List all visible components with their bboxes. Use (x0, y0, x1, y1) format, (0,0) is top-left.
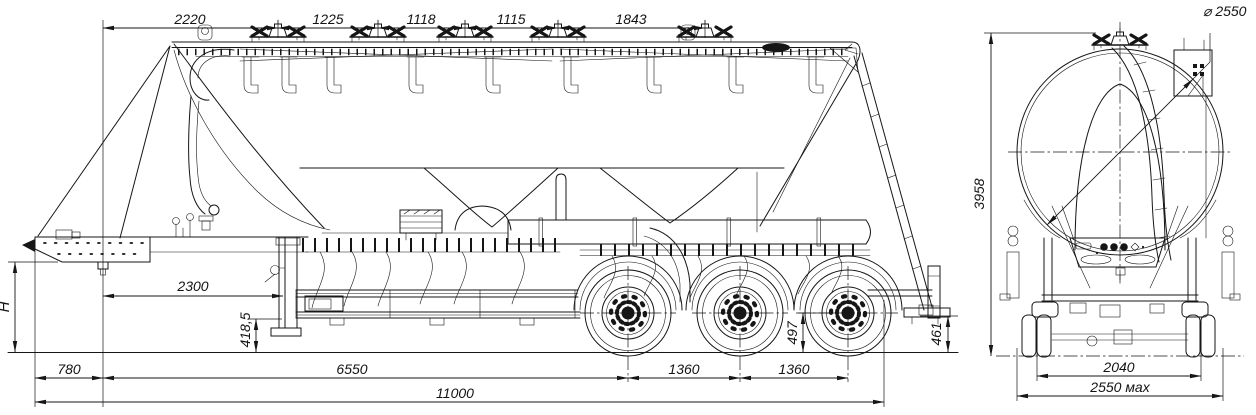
dim-2040: 2040 (1102, 359, 1134, 375)
walkway-brackets (241, 56, 825, 94)
chassis-piping (295, 173, 951, 326)
tank-hull (37, 41, 861, 239)
rear-ladder (844, 43, 934, 316)
rear-view-ladder (1111, 45, 1172, 263)
side-view-dimensions: 2220 1225 1118 1115 1843 H 2300 418,5 49… (0, 11, 958, 407)
dim-461: 461 (928, 322, 944, 345)
dim-top-1843: 1843 (615, 11, 646, 27)
rear-running-gear (999, 225, 1241, 358)
dim-height-H: H (0, 301, 13, 312)
rear-view-dimensions: 3958 ⌀ 2550 2040 2550 мах (971, 3, 1247, 401)
dim-1360-rear: 1360 (778, 361, 809, 377)
rear-light-panel (1069, 237, 1166, 281)
dim-6550: 6550 (336, 361, 367, 377)
dim-top-1118: 1118 (406, 11, 435, 27)
dim-418-5: 418,5 (237, 312, 253, 347)
dim-2550-max: 2550 мах (1089, 379, 1150, 395)
dim-497: 497 (784, 320, 800, 345)
dim-780: 780 (57, 361, 81, 377)
rear-view (996, 22, 1244, 358)
wheels-fenders (573, 255, 903, 382)
dim-top-1115: 1115 (496, 11, 525, 27)
dim-11000: 11000 (436, 385, 474, 401)
gooseneck-kingpin (22, 213, 309, 276)
side-view (7, 18, 959, 382)
dim-diameter-2550: ⌀ 2550 (1203, 3, 1247, 19)
dim-1360-front: 1360 (668, 361, 699, 377)
tank-walkway (171, 41, 853, 62)
landing-gear (264, 237, 302, 337)
dim-top-1225: 1225 (312, 11, 343, 27)
lifting-eyelets (197, 24, 790, 52)
dim-3958: 3958 (971, 178, 987, 209)
dim-2300: 2300 (176, 278, 208, 294)
dim-top-2220: 2220 (173, 11, 205, 27)
